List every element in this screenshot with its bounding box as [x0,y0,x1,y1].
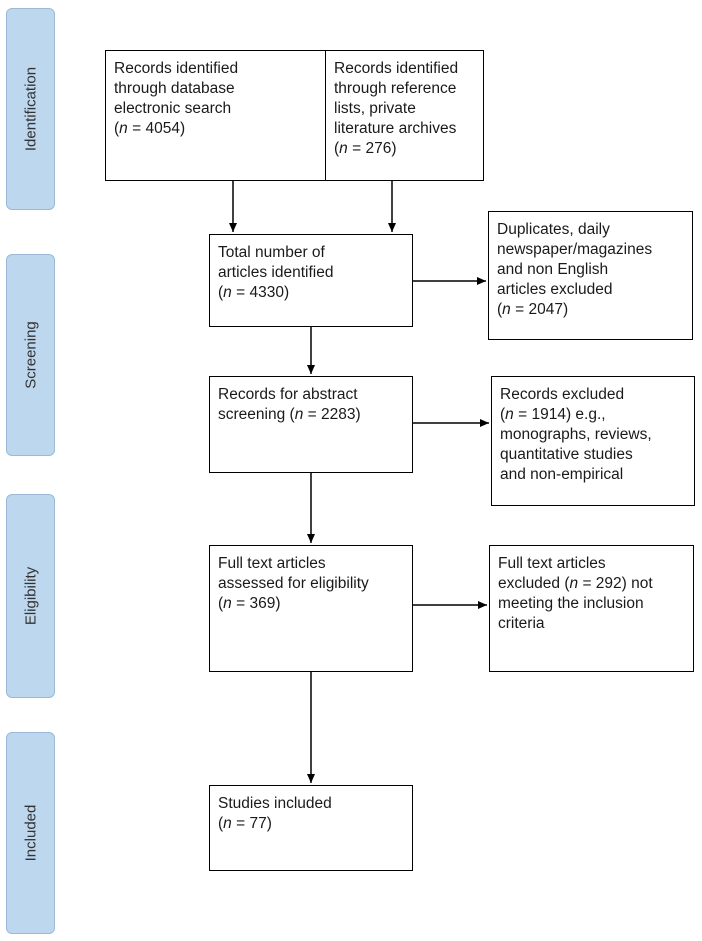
count-value: = 276) [347,140,397,157]
box-text-line: Records identified [334,60,459,77]
count-value: = 77) [231,815,272,832]
n-symbol: n [505,406,514,423]
phase-identification-label: Identification [22,66,39,152]
box-text-line: screening (n = 2283) [218,405,404,425]
box-count: (n = 276) [334,140,397,157]
box-text-line: literature archives [334,120,457,137]
count-value: = 4054) [127,120,186,137]
box-records-excluded: Records excluded (n = 1914) e.g., monogr… [491,376,695,506]
phase-screening: Screening [6,254,55,456]
box-text-line: and non-empirical [500,466,624,483]
n-symbol: n [119,120,128,137]
box-text-line: quantitative studies [500,446,633,463]
box-text-line: articles excluded [497,281,613,298]
box-count: (n = 77) [218,815,272,832]
n-symbol: n [223,815,232,832]
count-value: = 292) not [578,575,653,592]
n-symbol: n [339,140,348,157]
box-text-line: Studies included [218,795,332,812]
box-text-line: Records excluded [500,386,625,403]
box-text-line: Total number of [218,244,325,261]
box-database-search: Records identified through database elec… [105,50,363,181]
n-symbol: n [294,406,304,423]
box-text-line: meeting the inclusion [498,595,644,612]
count-value: = 1914) e.g., [513,406,606,423]
box-text-line: Records for abstract [218,386,358,403]
box-total-identified: Total number of articles identified (n =… [209,234,413,327]
box-abstract-screening: Records for abstract screening (n = 2283… [209,376,413,473]
n-symbol: n [569,575,579,592]
count-value: = 369) [231,595,281,612]
box-reference-lists: Records identified through reference lis… [325,50,484,181]
box-text-line: Full text articles [498,555,606,572]
n-symbol: n [502,301,511,318]
phase-screening-label: Screening [22,321,39,389]
text-fragment: excluded ( [498,575,570,592]
box-text-line: Duplicates, daily [497,221,610,238]
phase-eligibility: Eligibility [6,494,55,698]
box-full-text-assessed: Full text articles assessed for eligibil… [209,545,413,672]
phase-eligibility-label: Eligibility [22,566,39,626]
box-text-line: monographs, reviews, [500,426,652,443]
box-text-line: excluded (n = 292) not [498,574,685,594]
box-text-line: through database [114,80,235,97]
count-value: = 4330) [231,284,290,301]
box-text-line: (n = 1914) e.g., [500,406,606,423]
phase-included-label: Included [22,804,39,862]
box-text-line: lists, private [334,100,416,117]
box-full-text-excluded: Full text articles excluded (n = 292) no… [489,545,694,672]
box-count: (n = 4330) [218,284,290,301]
box-text-line: criteria [498,615,545,632]
box-count: (n = 2047) [497,301,569,318]
n-symbol: n [223,284,232,301]
text-fragment: screening ( [218,406,295,423]
box-text-line: assessed for eligibility [218,575,369,592]
box-duplicates-excluded: Duplicates, daily newspaper/magazines an… [488,211,693,340]
count-value: = 2047) [510,301,569,318]
box-text-line: Records identified [114,60,239,77]
box-count: (n = 369) [218,595,281,612]
box-studies-included: Studies included (n = 77) [209,785,413,871]
box-text-line: Full text articles [218,555,326,572]
box-text-line: electronic search [114,100,232,117]
count-value: = 2283) [303,406,361,423]
phase-identification: Identification [6,8,55,210]
box-text-line: through reference [334,80,457,97]
box-text-line: newspaper/magazines [497,241,653,258]
n-symbol: n [223,595,232,612]
box-count: (n = 4054) [114,120,186,137]
box-text-line: and non English [497,261,609,278]
box-text-line: articles identified [218,264,334,281]
phase-included: Included [6,732,55,934]
